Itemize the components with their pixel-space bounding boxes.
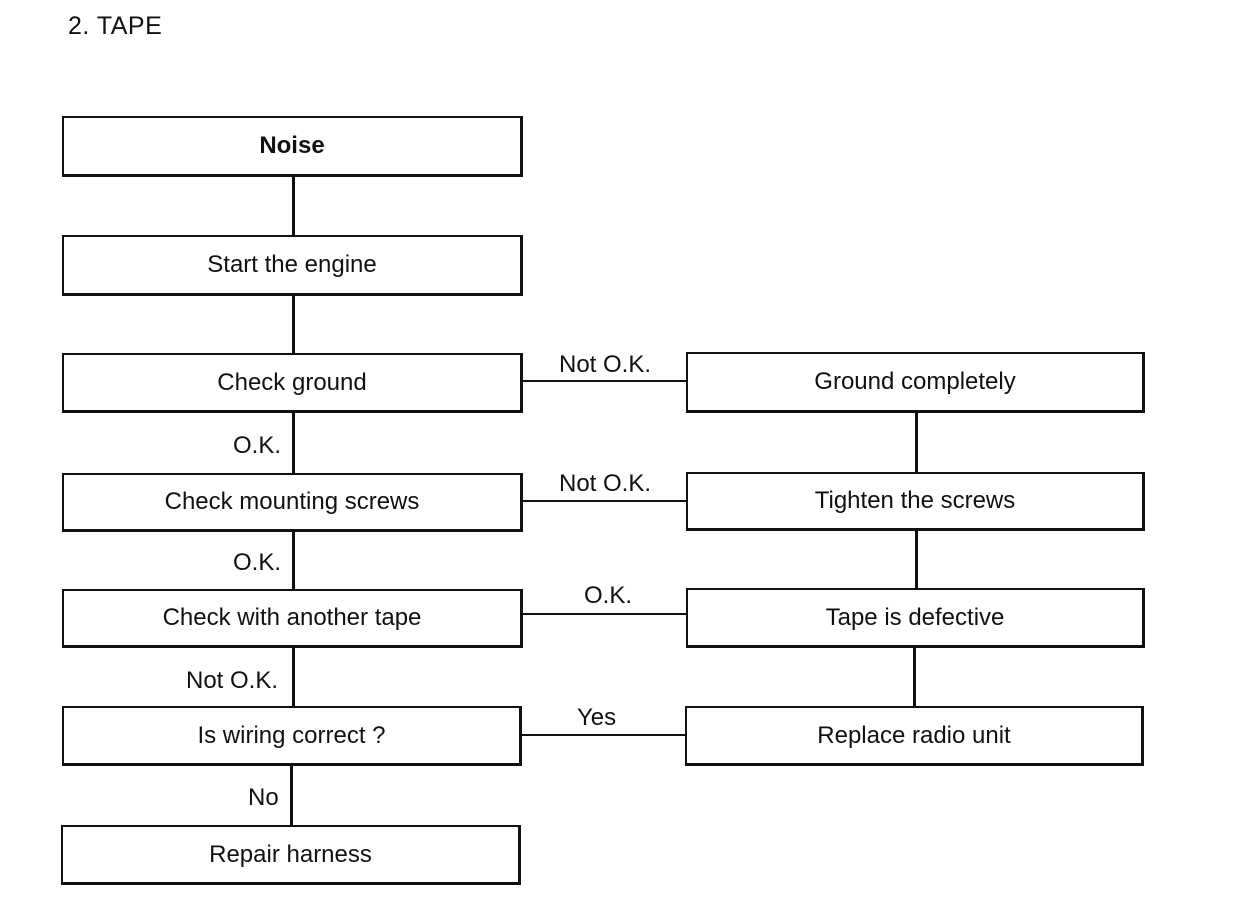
label-wiring-yes: Yes: [577, 704, 617, 731]
label-tape-ok: O.K.: [584, 582, 633, 609]
connector-screws-tighten: [521, 500, 687, 502]
label-tape-not-ok: Not O.K.: [186, 667, 279, 694]
connector-groundcompletely-tighten: [915, 412, 918, 473]
connector-ground-screws: [292, 412, 295, 474]
node-check-ground: Check ground: [62, 353, 523, 413]
node-tape-defective: Tape is defective: [686, 588, 1145, 648]
label-screws-not-ok: Not O.K.: [559, 470, 652, 497]
connector-tighten-defective: [915, 530, 918, 589]
connector-wiring-repair: [290, 765, 293, 825]
label-ground-ok: O.K.: [233, 432, 282, 459]
label-wiring-no: No: [248, 784, 279, 811]
connector-start-ground: [292, 295, 295, 353]
connector-tape-defective: [521, 613, 687, 615]
node-check-screws: Check mounting screws: [62, 473, 523, 532]
label-ground-not-ok: Not O.K.: [559, 351, 652, 378]
node-replace-radio: Replace radio unit: [685, 706, 1144, 766]
node-repair-harness: Repair harness: [61, 825, 521, 885]
connector-defective-replace: [913, 647, 916, 707]
node-wiring-correct: Is wiring correct ?: [62, 706, 522, 766]
connector-wiring-replace: [520, 734, 686, 736]
node-start-engine: Start the engine: [62, 235, 523, 296]
connector-tape-wiring: [292, 647, 295, 707]
node-noise: Noise: [62, 116, 523, 177]
connector-screws-tape: [292, 531, 295, 589]
label-screws-ok: O.K.: [233, 549, 282, 576]
connector-noise-start: [292, 176, 295, 236]
node-ground-completely: Ground completely: [686, 352, 1145, 413]
connector-ground-groundcompletely: [521, 380, 687, 382]
node-tighten-screws: Tighten the screws: [686, 472, 1145, 531]
node-check-tape: Check with another tape: [62, 589, 523, 648]
section-title: 2. TAPE: [68, 12, 163, 40]
